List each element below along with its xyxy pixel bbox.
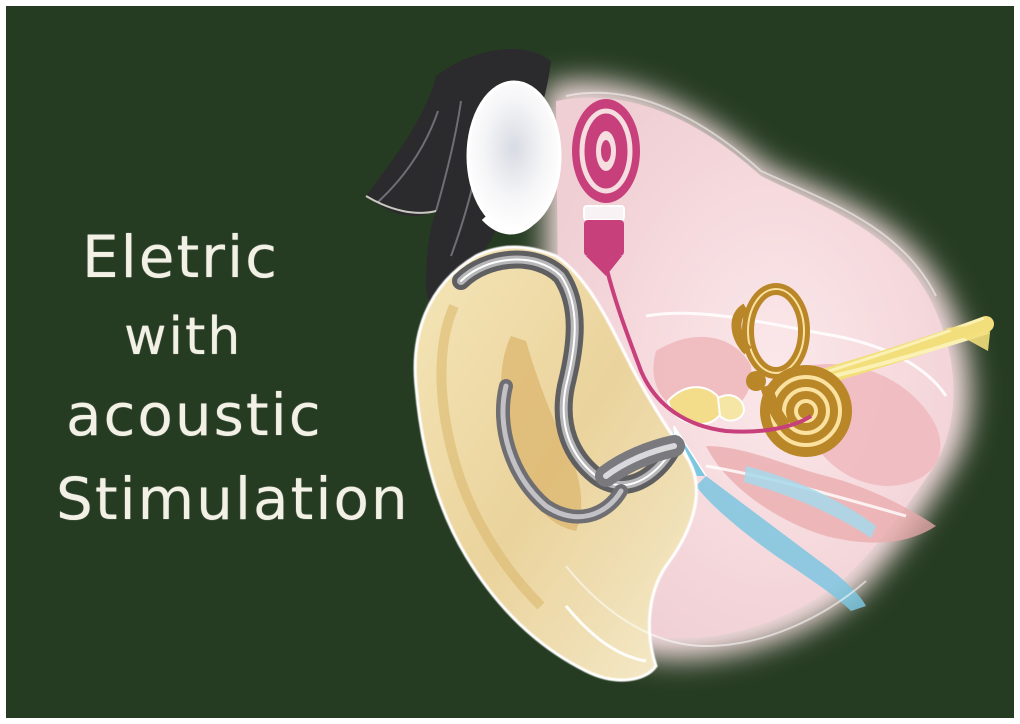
transmitter-coil-icon <box>468 82 560 232</box>
ear-illustration <box>6 6 1014 718</box>
chalkboard-background: Eletric with acoustic Stimulation <box>6 6 1014 718</box>
implant-magnet-coil-icon <box>572 99 640 203</box>
cochlea-icon <box>760 365 852 457</box>
